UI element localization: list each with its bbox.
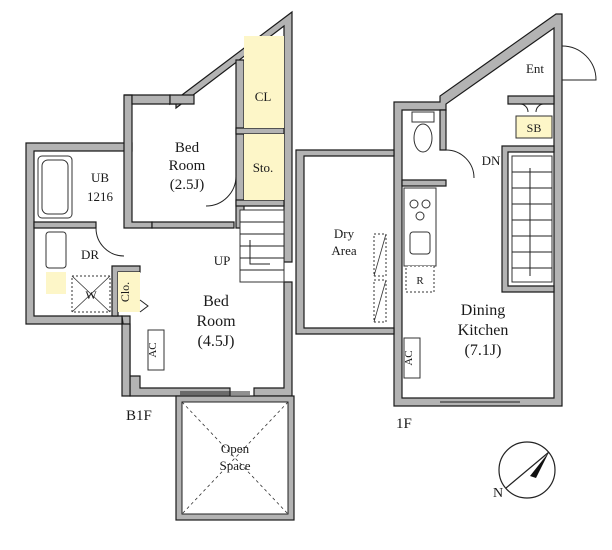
fridge-box xyxy=(405,265,435,293)
stove-burner-a xyxy=(409,199,419,209)
open-space xyxy=(175,395,295,521)
b1f-wall-sto-bottom xyxy=(235,199,285,207)
compass xyxy=(498,441,556,499)
stairs-up-label: UP xyxy=(214,253,231,268)
switchboard-label: SB xyxy=(527,121,542,135)
f1-wall-entrance xyxy=(507,95,555,105)
b1f-wall-bath-right xyxy=(123,94,153,229)
unit-bath-line1: UB xyxy=(91,170,109,185)
open-space-line1: Open xyxy=(221,441,250,456)
dr-shelf-fill xyxy=(46,272,66,294)
storage-fill xyxy=(244,134,284,200)
b1f-wall-bedroom-divider xyxy=(151,221,235,229)
level-1f-label: 1F xyxy=(396,416,412,432)
stairs-down-label: DN xyxy=(482,153,501,168)
bedroom-small-line2: Room xyxy=(169,158,206,174)
unit-bath-line2: 1216 xyxy=(87,189,114,204)
kitchen-sink xyxy=(409,231,431,255)
b1f-ac-unit xyxy=(147,329,165,371)
dining-kitchen-line2: Kitchen xyxy=(458,322,509,339)
b1f-fixtures xyxy=(37,155,285,395)
b1f-door-arc-bedroom xyxy=(205,175,237,207)
bedroom-main-line3: (4.5J) xyxy=(198,333,235,350)
clo-fill xyxy=(118,272,140,312)
b1f-door-arc-clo xyxy=(139,299,149,313)
b1f-wall-notch xyxy=(169,94,195,105)
bedroom-main-line1: Bed xyxy=(203,293,229,310)
f1-fixtures xyxy=(403,45,597,403)
dry-area-line2: Area xyxy=(331,243,356,258)
dry-area-line1: Dry xyxy=(334,226,355,241)
open-space-line2: Space xyxy=(219,458,250,473)
f1-wall-toilet-right xyxy=(439,109,447,151)
b1f-wall-ub-dr xyxy=(33,221,97,229)
toilet-bowl xyxy=(413,123,433,153)
compass-north-label: N xyxy=(493,486,503,501)
b1f-wall-bottom-left xyxy=(121,323,131,397)
bedroom-small-line1: Bed xyxy=(175,140,200,156)
storage-label: Sto. xyxy=(253,160,274,175)
level-b1f-label: B1F xyxy=(126,408,152,424)
switchboard-fill xyxy=(515,115,553,139)
dining-kitchen-line3: (7.1J) xyxy=(465,342,502,359)
f1-door-arc-entrance xyxy=(561,45,597,81)
f1-door-arc-sb xyxy=(519,103,545,113)
labels: B1F Bed Room (2.5J) Bed Room (4.5J) UB 1… xyxy=(81,61,544,501)
stove-burner-c xyxy=(415,211,425,221)
dining-kitchen-line1: Dining xyxy=(461,302,505,319)
washer-label: W xyxy=(85,288,97,302)
entrance-label: Ent xyxy=(526,61,544,76)
b1f-ac-label: AC xyxy=(147,342,159,357)
f1-wall-toilet xyxy=(401,179,447,187)
closet-small-label: Clo. xyxy=(118,282,132,302)
vanity-sink xyxy=(45,231,67,269)
dry-area xyxy=(295,149,395,335)
bedroom-main-line2: Room xyxy=(196,313,236,330)
stove-burner-b xyxy=(421,199,431,209)
f1-stairs xyxy=(511,155,553,283)
b1f-door-arc-dr xyxy=(95,227,125,257)
closet-fill xyxy=(244,36,284,128)
toilet-tank xyxy=(411,111,435,123)
bedroom-small-line3: (2.5J) xyxy=(170,177,205,193)
f1-ac-label: AC xyxy=(403,350,415,365)
washer-diag-b xyxy=(71,275,111,313)
b1f-wall-sto-top xyxy=(235,127,285,135)
f1-walls xyxy=(393,13,563,407)
bathtub-inner xyxy=(41,159,69,215)
closet-label: CL xyxy=(255,89,272,104)
f1-wall-stairs xyxy=(501,145,555,293)
b1f-stairs xyxy=(239,209,285,283)
f1-ac-unit xyxy=(403,337,421,379)
f1-door-arc-toilet xyxy=(445,149,475,179)
dressing-room-label: DR xyxy=(81,247,99,262)
b1f-wall-right-lower xyxy=(253,281,293,397)
fridge-label: R xyxy=(416,275,424,287)
